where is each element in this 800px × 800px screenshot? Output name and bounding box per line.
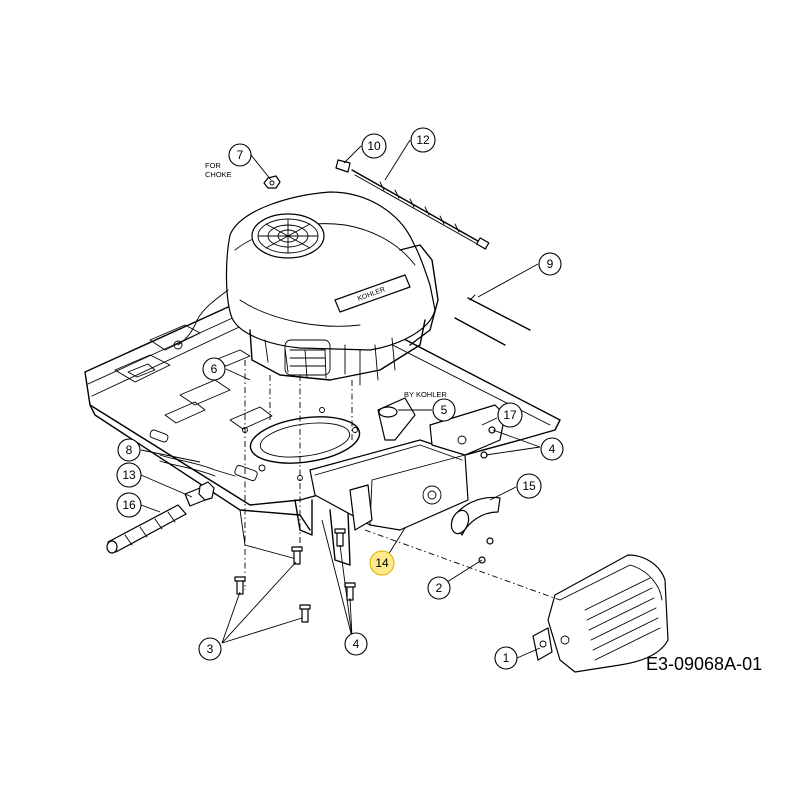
note-for: FOR [205,161,221,170]
muffler-assembly [309,397,506,564]
callout-6: 6 [202,357,226,381]
note-by-kohler: BY KOHLER [404,390,447,399]
callout-2: 2 [427,576,451,600]
svg-text:16: 16 [122,498,136,512]
svg-text:4: 4 [353,637,360,651]
callout-7: 7 [228,143,252,167]
callout-14: 14 [369,550,395,576]
svg-text:6: 6 [211,362,218,376]
callout-15: 15 [516,473,542,499]
muffler-guard [532,554,669,673]
callout-10: 10 [361,133,387,159]
callout-13: 13 [116,462,142,488]
svg-text:5: 5 [441,403,448,417]
svg-text:4: 4 [549,442,556,456]
svg-text:3: 3 [207,642,214,656]
wire-harness [159,454,236,477]
svg-text:9: 9 [547,257,554,271]
drawing-code: E3-09068A-01 [646,654,762,674]
engine-assembly: KOHLER [173,191,439,590]
mounting-bolts [234,528,356,623]
svg-text:17: 17 [503,408,517,422]
spacer-rod [106,504,187,554]
note-choke: CHOKE [205,170,232,179]
callout-12: 12 [410,127,436,153]
svg-text:7: 7 [237,148,244,162]
callout-9: 9 [538,252,562,276]
svg-text:2: 2 [436,581,443,595]
svg-text:10: 10 [367,139,381,153]
leader-lines [140,139,541,659]
callout-17: 17 [497,402,523,428]
callout-5: 5 [432,398,456,422]
svg-text:15: 15 [522,479,536,493]
frame-plate [84,284,561,566]
cable-ties [454,294,531,346]
svg-text:14: 14 [375,556,389,570]
callout-4-lower: 4 [344,632,368,656]
cable-clip [335,159,351,173]
callout-4-upper: 4 [540,437,564,461]
svg-text:8: 8 [126,443,133,457]
guard-alignment-line [364,529,561,601]
callout-1: 1 [494,646,518,670]
svg-text:12: 12 [416,133,430,147]
choke-cable [351,169,490,250]
callout-3: 3 [198,637,222,661]
callout-16: 16 [116,492,142,518]
svg-text:13: 13 [122,468,136,482]
bolt-stud [184,481,215,507]
callout-8: 8 [117,438,141,462]
svg-text:1: 1 [503,651,510,665]
choke-nut [263,175,281,189]
